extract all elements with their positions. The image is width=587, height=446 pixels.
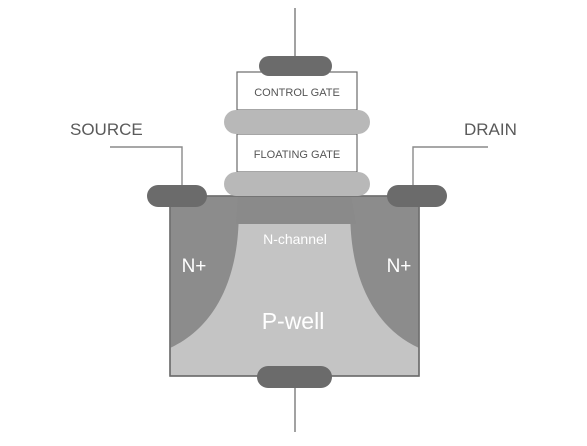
- gate-terminal: [259, 56, 332, 76]
- n-channel-region: [236, 196, 356, 224]
- n-plus-left-label: N+: [182, 256, 207, 277]
- n-plus-left-region: [170, 196, 239, 348]
- floating-gate-label: FLOATING GATE: [254, 149, 340, 161]
- n-plus-right-region: [350, 196, 419, 348]
- tunnel-oxide: [224, 172, 370, 196]
- n-channel-label: N-channel: [263, 231, 327, 247]
- control-gate-box: [236, 71, 358, 111]
- source-label: SOURCE: [70, 120, 143, 139]
- source-lead-line: [110, 146, 183, 190]
- p-well-label: P-well: [262, 308, 325, 334]
- inter-gate-oxide: [224, 110, 370, 134]
- source-terminal: [147, 185, 207, 207]
- n-plus-right-label: N+: [387, 256, 412, 277]
- drain-label: DRAIN: [464, 120, 517, 139]
- drain-lead-line: [412, 146, 488, 190]
- floating-gate-box: [236, 133, 358, 173]
- control-gate-label: CONTROL GATE: [254, 87, 340, 99]
- substrate-terminal: [257, 366, 332, 388]
- drain-terminal: [387, 185, 447, 207]
